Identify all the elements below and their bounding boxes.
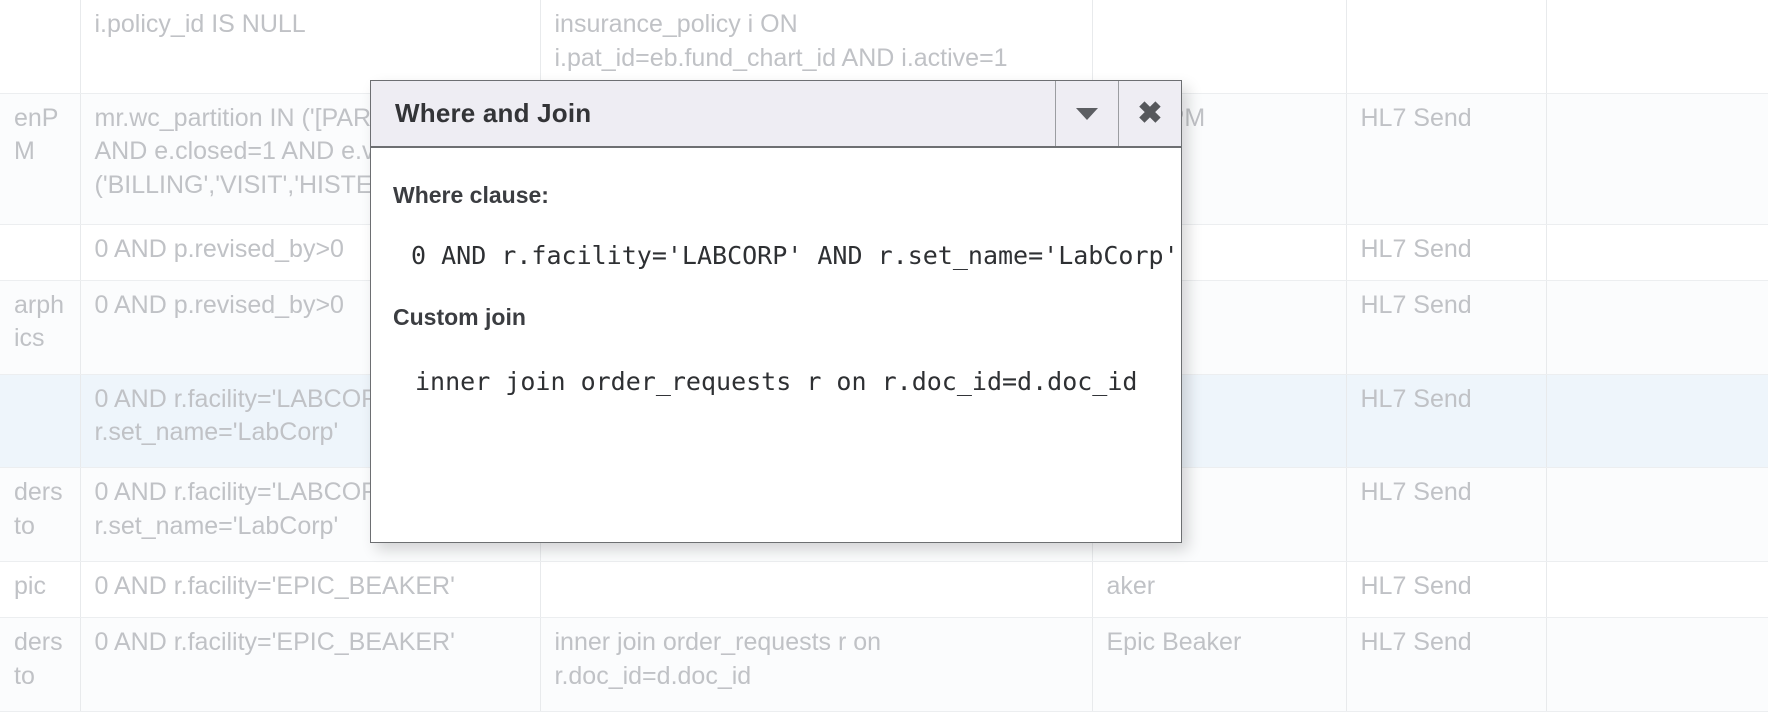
cell-extra — [1546, 617, 1768, 712]
cell-name: ders to — [0, 617, 81, 712]
cell-action: HL7 Send — [1346, 467, 1547, 562]
cell-action: HL7 Send — [1346, 374, 1547, 469]
dialog-header[interactable]: Where and Join ✖ — [371, 81, 1181, 148]
where-and-join-dialog[interactable]: Where and Join ✖ Where clause: 0 AND r.f… — [370, 80, 1182, 543]
table-row[interactable]: ders to 0 AND r.facility='EPIC_BEAKER' i… — [0, 617, 1768, 712]
cell-extra — [1546, 374, 1768, 469]
cell-name: arphics — [0, 280, 81, 375]
cell-extra — [1546, 561, 1768, 619]
cell-extra — [1546, 0, 1768, 94]
cell-system — [1092, 0, 1347, 94]
cell-name — [0, 224, 81, 281]
table-row[interactable]: i.policy_id IS NULL insurance_policy i O… — [0, 0, 1768, 94]
chevron-down-icon — [1076, 107, 1098, 120]
custom-join-label: Custom join — [393, 304, 526, 330]
cell-name — [0, 374, 81, 469]
where-clause-value[interactable]: 0 AND r.facility='LABCORP' AND r.set_nam… — [411, 241, 1179, 270]
cell-system: Epic Beaker — [1092, 617, 1347, 712]
cell-action: HL7 Send — [1346, 280, 1547, 375]
cell-name — [0, 0, 81, 94]
cell-action: HL7 Send — [1346, 617, 1547, 712]
cell-name: ders to — [0, 467, 81, 562]
cell-action — [1346, 0, 1547, 94]
cell-join: inner join order_requests r on r.doc_id=… — [540, 617, 1093, 712]
custom-join-value[interactable]: inner join order_requests r on r.doc_id=… — [415, 367, 1138, 396]
cell-system: aker — [1092, 561, 1347, 619]
close-icon: ✖ — [1137, 96, 1163, 130]
table-row[interactable]: pic 0 AND r.facility='EPIC_BEAKER' aker … — [0, 561, 1768, 619]
cell-where: i.policy_id IS NULL — [80, 0, 541, 94]
cell-action: HL7 Send — [1346, 561, 1547, 619]
cell-join — [540, 561, 1093, 619]
cell-where: 0 AND r.facility='EPIC_BEAKER' — [80, 561, 541, 619]
cell-extra — [1546, 467, 1768, 562]
cell-action: HL7 Send — [1346, 93, 1547, 225]
dialog-title: Where and Join — [395, 98, 592, 128]
cell-name: pic — [0, 561, 81, 619]
cell-where: 0 AND r.facility='EPIC_BEAKER' — [80, 617, 541, 712]
where-clause-label: Where clause: — [393, 182, 549, 208]
cell-name: enPM — [0, 93, 81, 225]
cell-action: HL7 Send — [1346, 224, 1547, 281]
dialog-body: Where clause: 0 AND r.facility='LABCORP'… — [371, 148, 1181, 542]
cell-extra — [1546, 224, 1768, 281]
close-button[interactable]: ✖ — [1118, 81, 1181, 146]
cell-extra — [1546, 93, 1768, 225]
cell-extra — [1546, 280, 1768, 375]
dropdown-button[interactable] — [1055, 81, 1118, 146]
